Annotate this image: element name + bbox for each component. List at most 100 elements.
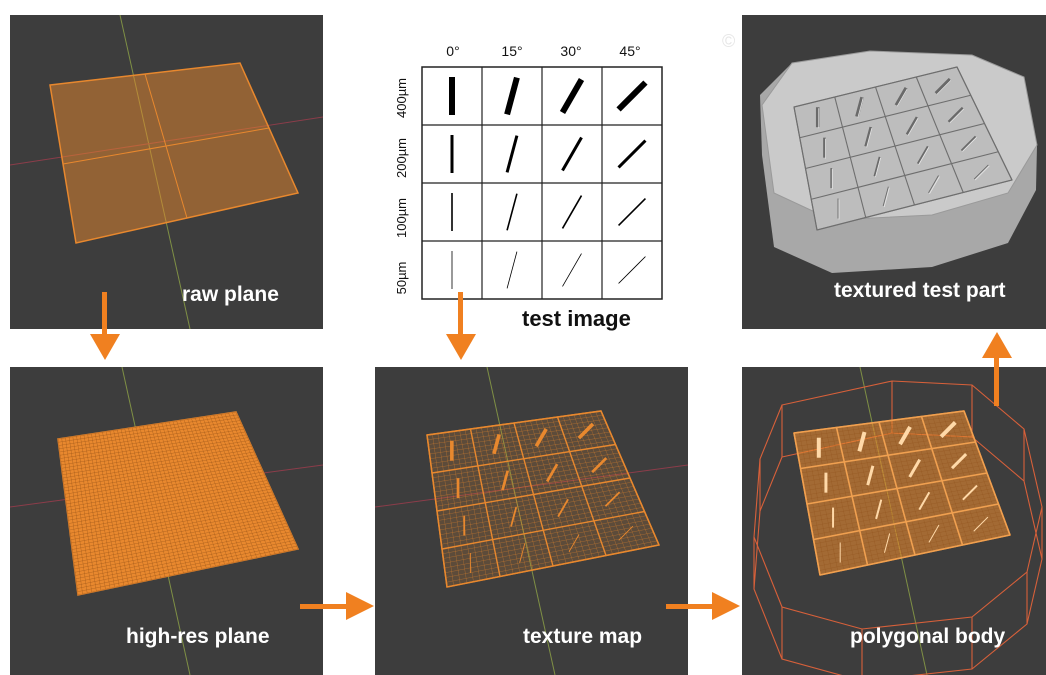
grid-line — [75, 528, 290, 573]
grid-line — [915, 76, 964, 193]
grid-line — [805, 122, 985, 170]
texture-bar-shadow — [962, 137, 977, 152]
panel-label: polygonal body — [850, 625, 1006, 648]
texture-bar — [898, 425, 912, 446]
width-label: 400µm — [394, 78, 409, 118]
angle-label: 45° — [619, 43, 640, 59]
texture-bar — [864, 126, 873, 147]
textured-test-part-viewport — [760, 50, 1038, 273]
grid-line — [920, 416, 964, 546]
texture-map-panel: texture map — [375, 367, 688, 675]
texture-bar-shadow — [936, 79, 952, 95]
grid-line — [75, 534, 292, 579]
texture-bar — [882, 186, 889, 207]
texture-bar — [875, 499, 883, 520]
grid-line — [77, 545, 297, 592]
texture-bar — [916, 145, 929, 165]
plane-mesh — [49, 62, 300, 244]
texture-bar — [519, 543, 526, 563]
texture-bar — [534, 428, 548, 448]
test-bar — [504, 76, 520, 116]
texture-bar — [557, 498, 569, 518]
texture-grid — [793, 66, 1013, 231]
arrow-down — [446, 292, 476, 360]
texture-bar-shadow — [949, 108, 965, 124]
grid-line — [600, 410, 660, 546]
texture-bar — [894, 87, 908, 107]
texture-bar-shadow — [866, 127, 873, 148]
test-bar — [561, 136, 583, 172]
grid-line — [811, 151, 999, 200]
angle-label: 15° — [501, 43, 522, 59]
texture-bar — [492, 434, 501, 455]
panel-label: textured test part — [834, 279, 1006, 302]
texture-bar — [866, 465, 875, 486]
dense-grid — [57, 411, 299, 596]
texture-bar — [501, 470, 509, 491]
texture-bar — [934, 77, 952, 95]
test-bar — [506, 251, 518, 289]
high-res-plane-viewport — [10, 367, 323, 675]
texture-bar — [928, 524, 940, 543]
texture-bar — [973, 516, 989, 532]
grid-line — [209, 415, 267, 556]
grid-line — [436, 477, 631, 512]
grid-line — [556, 416, 607, 556]
test-bar — [559, 78, 585, 114]
texture-bar — [918, 491, 931, 511]
grid-line — [956, 66, 1013, 181]
width-labels: 400µm 200µm 100µm 50µm — [394, 78, 409, 294]
texture-bar — [928, 175, 939, 194]
width-label: 200µm — [394, 138, 409, 178]
texture-bar — [950, 452, 968, 470]
texture-bar — [962, 484, 978, 501]
texture-bar — [545, 463, 559, 483]
panel-label: raw plane — [182, 283, 279, 306]
texture-bar-shadow — [918, 147, 930, 165]
arrow-down — [90, 292, 120, 360]
texture-grid — [426, 410, 660, 588]
grid-line — [235, 411, 299, 550]
texture-bar-shadow — [896, 88, 908, 107]
test-image-caption: test image — [522, 306, 631, 331]
texture-bar — [908, 458, 921, 478]
grid-line — [813, 503, 999, 541]
texture-map-viewport — [375, 367, 688, 675]
grid-line — [76, 537, 293, 583]
texture-bar — [939, 421, 957, 439]
texture-bar — [577, 422, 595, 440]
texture-bar — [604, 491, 621, 507]
texture-bar — [591, 457, 608, 474]
copyright-mark: © — [722, 31, 736, 51]
texture-bar-shadow — [974, 165, 990, 181]
texture-bar-shadow — [929, 176, 940, 195]
arrow-right — [300, 592, 374, 620]
test-bar — [506, 193, 518, 231]
panel-label: high-res plane — [126, 625, 270, 648]
texture-bar — [857, 431, 867, 452]
high-res-plane-panel: high-res plane — [10, 367, 323, 675]
grid-line — [963, 410, 1011, 536]
texture-bar — [973, 164, 989, 180]
grid-line — [441, 510, 645, 550]
texture-bar-shadow — [857, 98, 864, 118]
texture-bar — [618, 525, 634, 541]
arrow-right — [666, 592, 740, 620]
texture-bar — [855, 96, 864, 118]
grid-line — [232, 412, 294, 551]
grid-line — [77, 548, 299, 596]
textured-test-part-panel: textured test part — [742, 15, 1046, 329]
grid-line — [74, 525, 288, 570]
grid-line — [220, 414, 280, 553]
grid-line — [217, 414, 276, 554]
arrow-up — [982, 332, 1012, 406]
polygonal-body-panel: polygonal body — [742, 367, 1046, 675]
texture-bar-shadow — [875, 157, 881, 178]
angle-label: 30° — [560, 43, 581, 59]
grid-line — [213, 415, 271, 555]
test-bar — [617, 139, 647, 169]
test-bar — [505, 135, 519, 173]
texture-bar — [947, 106, 964, 123]
grid-line — [446, 544, 660, 588]
test-bar — [616, 80, 648, 112]
